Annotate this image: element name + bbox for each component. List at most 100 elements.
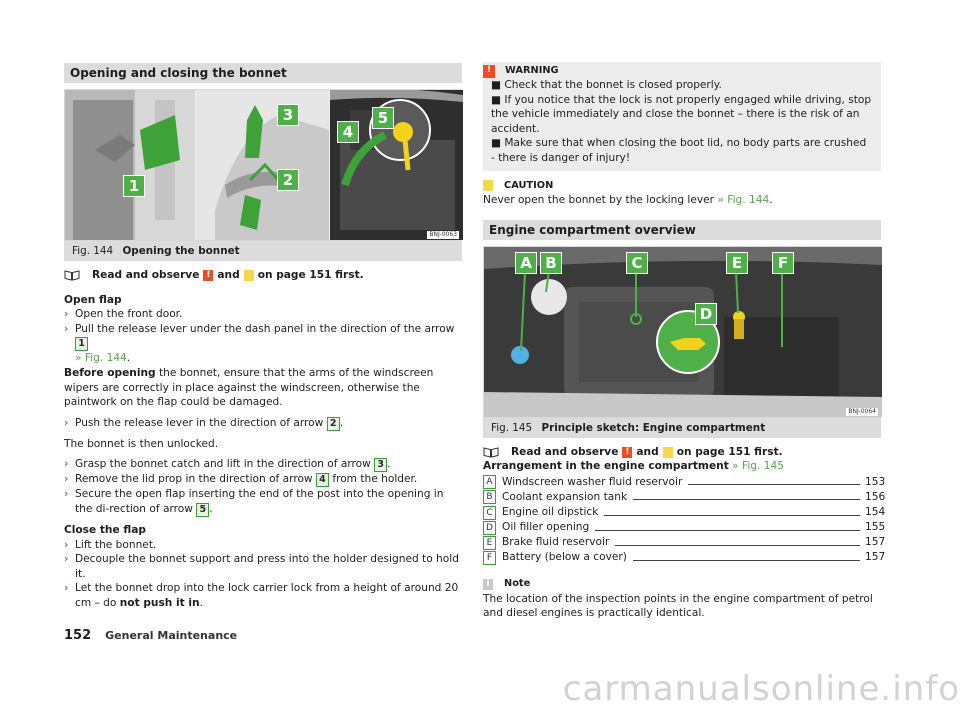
engine-illustration [484, 246, 882, 417]
item-letter: A [483, 475, 496, 490]
arrangement-line: Arrangement in the engine compartment » … [483, 459, 881, 474]
bonnet-illustration [65, 90, 463, 240]
callout-D: D [695, 302, 717, 325]
callout-2: 2 [277, 169, 299, 191]
unlocked-text: The bonnet is then unlocked. [64, 437, 219, 450]
close-step-2: ›Decouple the bonnet support and press i… [64, 552, 462, 581]
chevron-right-icon: › [64, 473, 69, 486]
arrow-number-box: 5 [196, 502, 210, 517]
item-letter: D [483, 520, 496, 535]
caution-icon [243, 269, 254, 281]
callout-3: 3 [277, 104, 299, 126]
leader-line [615, 544, 860, 546]
warning-icon: ! [483, 64, 495, 78]
caution-icon [483, 180, 493, 192]
item-page: 157 [865, 551, 886, 564]
read-observe-suffix: on page 151 first. [257, 269, 364, 281]
item-letter: C [483, 505, 496, 520]
arrow-number-box: 4 [315, 473, 329, 488]
caution-end: . [769, 194, 773, 207]
step-4-text: Grasp the bonnet catch and lift in the d… [75, 458, 371, 471]
list-item: B Coolant expansion tank 156 [483, 489, 886, 505]
step-6-text: Secure the open flap inserting the end o… [75, 488, 444, 515]
callout-1: 1 [123, 175, 145, 197]
leader-line [604, 514, 860, 516]
book-icon [483, 446, 499, 458]
item-label: Windscreen washer fluid reservoir [502, 475, 683, 488]
fig-link[interactable]: » Fig. 144 [717, 194, 770, 207]
figure-number: Fig. 144 [72, 245, 114, 257]
before-opening: Before opening the bonnet, ensure that t… [64, 366, 462, 410]
page-number: 152 [64, 628, 92, 643]
callout-E: E [726, 251, 748, 274]
callout-F: F [772, 251, 794, 274]
close-step-3-text: Let the bonnet drop into the lock carrie… [75, 582, 459, 609]
callout-A: A [515, 251, 537, 274]
open-step-2: ›Pull the release lever under the dash p… [64, 322, 462, 366]
note-heading: i Note [483, 577, 881, 592]
item-letter: B [483, 490, 496, 505]
figure-title: Opening the bonnet [122, 245, 240, 257]
close-flap-heading: Close the flap [64, 523, 146, 536]
read-observe: Read and observe ! and on page 151 first… [483, 445, 881, 460]
warning-item-1: ■ Check that the bonnet is closed proper… [491, 79, 722, 91]
open-step-1: › Open the front door. [64, 307, 462, 322]
fig-link[interactable]: » Fig. 144 [75, 352, 127, 365]
open-step-2-end: . [126, 352, 131, 365]
arrow-number-box: 2 [326, 416, 340, 431]
note-heading-text: Note [504, 578, 531, 590]
warning-heading-text: WARNING [505, 64, 559, 76]
callout-B: B [540, 251, 562, 274]
item-page: 157 [865, 536, 886, 549]
list-item: A Windscreen washer fluid reservoir 153 [483, 474, 886, 490]
caution-text-body: Never open the bonnet by the locking lev… [483, 194, 715, 207]
left-column: Opening and closing the bonnet [64, 63, 463, 611]
figure-caption: Fig. 144 Opening the bonnet [64, 241, 462, 261]
close-step-3-end: . [199, 596, 203, 609]
close-step-1: ›Lift the bonnet. [64, 538, 462, 553]
chevron-right-icon: › [64, 308, 69, 321]
step-5-text-b: from the holder. [332, 473, 418, 486]
chevron-right-icon: › [64, 322, 69, 335]
chevron-right-icon: › [64, 416, 69, 429]
warning-item-3-text: Make sure that when closing the boot lid… [491, 137, 867, 164]
fig-link[interactable]: » Fig. 145 [732, 460, 784, 473]
callout-4: 4 [337, 121, 359, 143]
read-observe-and: and [217, 269, 240, 281]
read-observe-suffix: on page 151 first. [676, 445, 783, 458]
open-step-1-text: Open the front door. [75, 308, 183, 321]
figure-145: A B C E F D BNJ-0064 [483, 245, 882, 418]
item-letter: E [483, 535, 496, 550]
item-label: Coolant expansion tank [502, 490, 628, 503]
item-label: Battery (below a cover) [502, 551, 627, 564]
chevron-right-icon: › [64, 458, 69, 471]
warning-item-3: ■ Make sure that when closing the boot l… [491, 137, 867, 164]
leader-line [595, 529, 860, 531]
arrow-number-box: 3 [374, 458, 388, 473]
right-column: ! WARNING ■ Check that the bonnet is clo… [483, 62, 886, 621]
leader-line [633, 499, 860, 501]
caution-text: Never open the bonnet by the locking lev… [483, 193, 881, 208]
arrow-number-box: 1 [75, 337, 88, 352]
step-6: ›Secure the open flap inserting the end … [64, 487, 462, 517]
section-title-engine-overview: Engine compartment overview [483, 219, 881, 240]
image-code: BNJ-0063 [427, 231, 459, 239]
step-3-end: . [339, 416, 344, 429]
item-label: Engine oil dipstick [502, 505, 599, 518]
warning-item-2-text: If you notice that the lock is not prope… [491, 93, 872, 135]
figure-caption: Fig. 145 Principle sketch: Engine compar… [483, 417, 881, 438]
leader-line [688, 484, 860, 486]
item-page: 153 [865, 475, 886, 488]
open-flap-heading: Open flap [64, 293, 122, 306]
before-opening-text: the bonnet, ensure that the arms of the … [64, 366, 434, 409]
note-text: The location of the inspection points in… [483, 592, 873, 620]
chevron-right-icon: › [64, 553, 69, 566]
chevron-right-icon: › [64, 538, 69, 551]
warning-item-1-text: Check that the bonnet is closed properly… [504, 79, 722, 91]
read-observe-prefix: Read and observe [511, 445, 619, 458]
item-page: 156 [865, 490, 886, 503]
